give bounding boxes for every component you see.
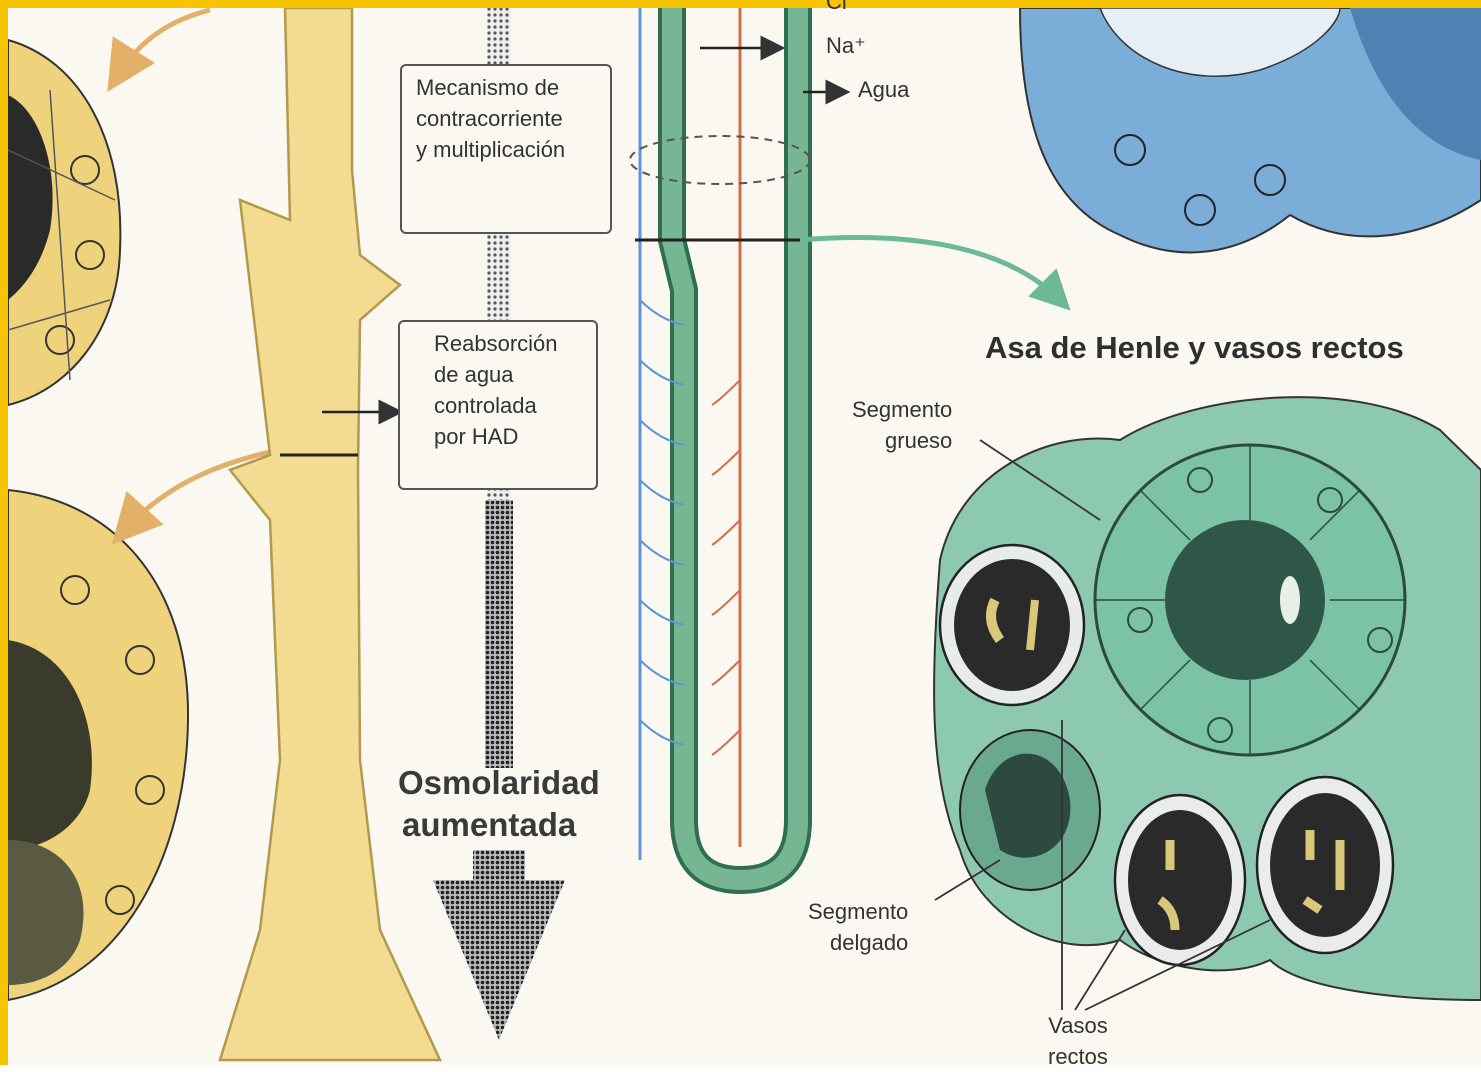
box-reabsorcion-line-3: controlada — [434, 390, 586, 421]
label-vasos-rectos-line-1: Vasos — [1048, 1010, 1108, 1041]
arrow-to-upper-section — [118, 10, 210, 75]
title-asa-henle: Asa de Henle y vasos rectos — [985, 330, 1404, 366]
label-segmento-grueso-line-2: grueso — [852, 425, 952, 456]
box-reabsorcion: Reabsorción de agua controlada por HAD — [398, 320, 598, 490]
frame-left-bar — [0, 0, 8, 1065]
box-reabsorcion-line-4: por HAD — [434, 421, 586, 452]
box-reabsorcion-line-2: de agua — [434, 359, 586, 390]
frame-top-bar — [0, 0, 1481, 8]
label-segmento-grueso: Segmento grueso — [852, 394, 952, 456]
label-segmento-grueso-line-1: Segmento — [852, 394, 952, 425]
arrow-to-loop-section — [800, 238, 1060, 301]
label-osmolaridad-line-1: Osmolaridad — [398, 762, 600, 804]
tubule-cross-section-lower — [8, 490, 188, 1000]
label-segmento-delgado: Segmento delgado — [808, 896, 908, 958]
box-mecanismo: Mecanismo de contracorriente y multiplic… — [400, 64, 612, 234]
label-vasos-rectos: Vasos rectos — [1048, 1010, 1108, 1072]
label-segmento-delgado-line-2: delgado — [808, 927, 908, 958]
label-osmolaridad: Osmolaridad aumentada — [398, 762, 600, 846]
blue-tubule-section — [1020, 8, 1481, 252]
box-mecanismo-line-2: contracorriente — [416, 103, 600, 134]
box-mecanismo-line-1: Mecanismo de — [416, 72, 600, 103]
label-vasos-rectos-line-2: rectos — [1048, 1041, 1108, 1072]
loop-cross-section — [934, 397, 1481, 1000]
tubule-cross-section-upper — [8, 40, 120, 405]
box-reabsorcion-line-1: Reabsorción — [434, 328, 586, 359]
box-mecanismo-line-3: y multiplicación — [416, 134, 600, 165]
osmolarity-arrow — [433, 850, 565, 1040]
label-segmento-delgado-line-1: Segmento — [808, 896, 908, 927]
label-na: Na⁺ — [826, 30, 866, 61]
label-cl: Cl⁻ — [826, 0, 858, 17]
label-agua: Agua — [858, 74, 909, 105]
label-osmolaridad-line-2: aumentada — [398, 804, 600, 846]
loop-of-henle — [630, 8, 843, 880]
